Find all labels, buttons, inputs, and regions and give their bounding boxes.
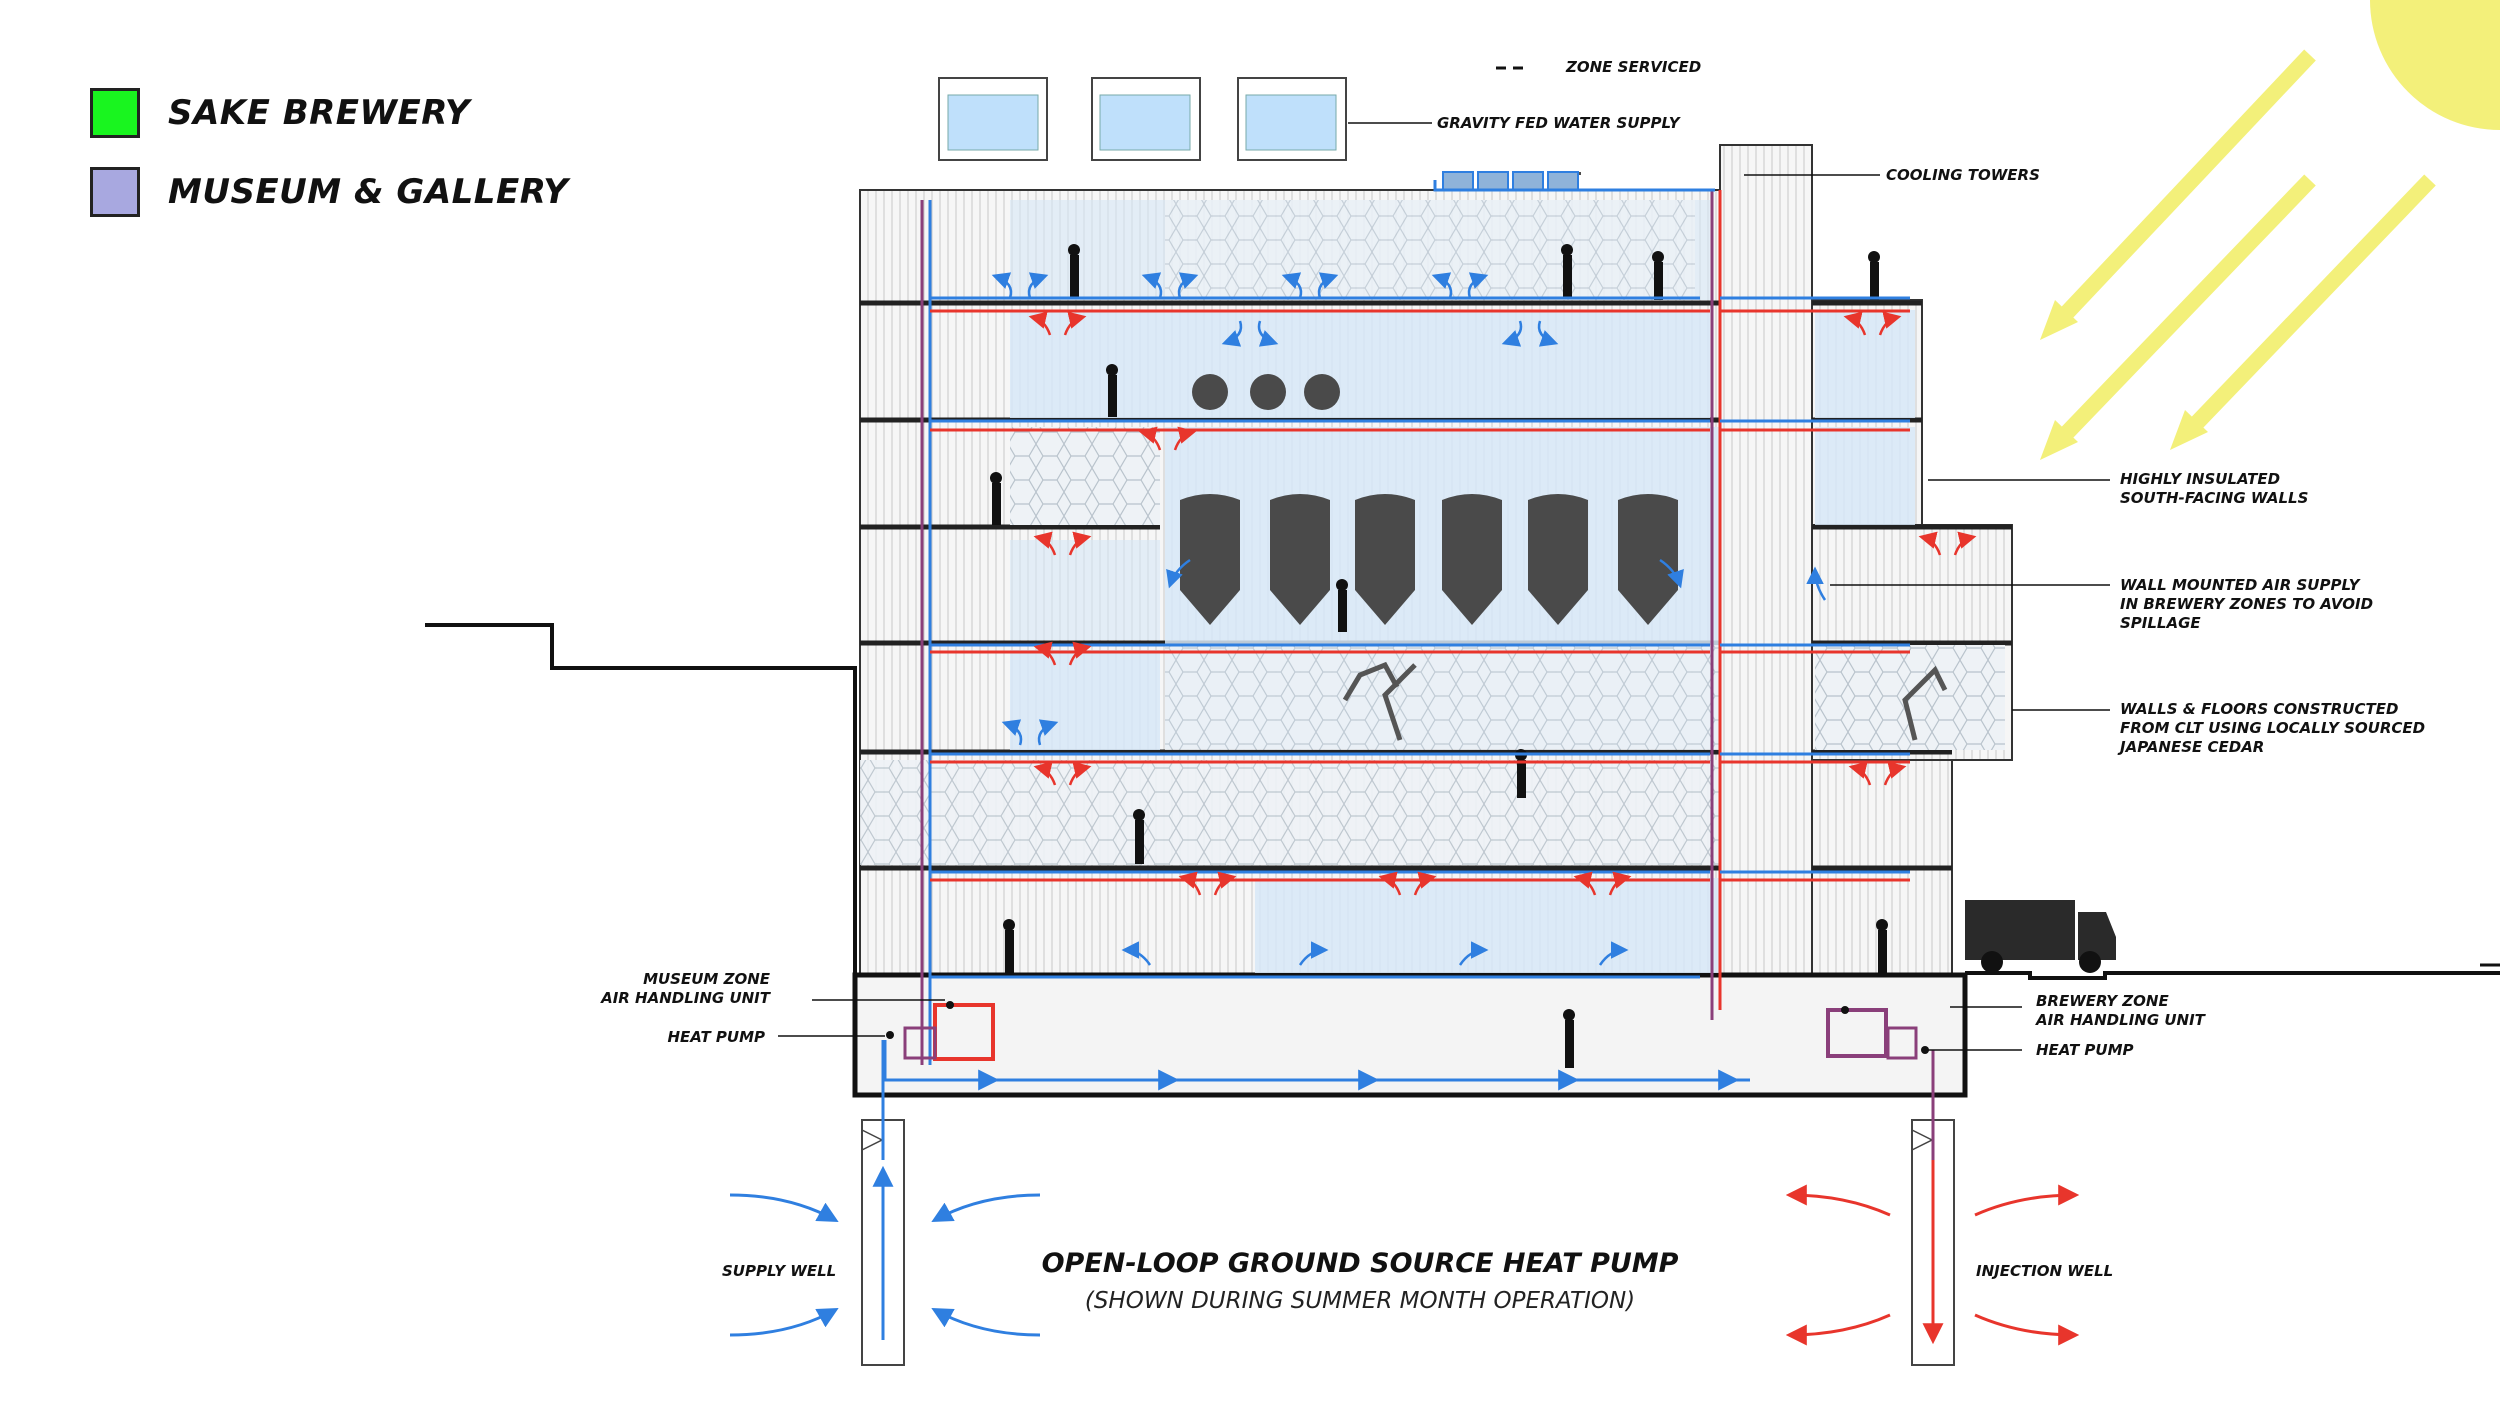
- label-brewery-ahu: BREWERY ZONE AIR HANDLING UNIT: [2036, 992, 2205, 1030]
- robot-arm-icon: [1342, 661, 1948, 741]
- injection-well: [1785, 1050, 2080, 1366]
- diagram-title: OPEN-LOOP GROUND SOURCE HEAT PUMP: [1041, 1248, 1679, 1279]
- label-injection-well: INJECTION WELL: [1976, 1262, 2114, 1280]
- label-line: WALLS & FLOORS CONSTRUCTED: [2120, 700, 2399, 718]
- label-line: SOUTH-FACING WALLS: [2120, 489, 2309, 507]
- label-clt-construction: WALLS & FLOORS CONSTRUCTED FROM CLT USIN…: [2120, 700, 2425, 757]
- museum-ahu: [886, 1001, 995, 1061]
- label-insulated-walls: HIGHLY INSULATED SOUTH-FACING WALLS: [2120, 470, 2308, 508]
- legend-item-museum-gallery: MUSEUM & GALLERY: [90, 167, 568, 217]
- ductwork: [883, 180, 1910, 1091]
- label-line: FROM CLT USING LOCALLY SOURCED: [2120, 719, 2426, 737]
- label-line: MUSEUM ZONE: [643, 970, 770, 988]
- label-line: HIGHLY INSULATED: [2120, 470, 2281, 488]
- label-line: AIR HANDLING UNIT: [601, 989, 770, 1007]
- label-line: BREWERY ZONE: [2036, 992, 2169, 1010]
- legend-label: MUSEUM & GALLERY: [168, 172, 569, 212]
- label-gravity-water: GRAVITY FED WATER SUPPLY: [1437, 114, 1680, 132]
- label-heat-pump-right: HEAT PUMP: [2036, 1041, 2134, 1059]
- label-zone-serviced: ZONE SERVICED: [1566, 58, 1702, 76]
- legend-label: SAKE BREWERY: [168, 93, 470, 133]
- diagram-subtitle: (SHOWN DURING SUMMER MONTH OPERATION): [1084, 1288, 1636, 1314]
- label-supply-well: SUPPLY WELL: [722, 1262, 837, 1280]
- ground-line: [425, 623, 2500, 1095]
- air-flow-arrows: [991, 272, 1977, 966]
- brewery-ahu: [1826, 1006, 1929, 1060]
- zones: [860, 200, 2005, 973]
- sun-icon: [2040, 0, 2500, 460]
- label-wall-air-supply: WALL MOUNTED AIR SUPPLY IN BREWERY ZONES…: [2120, 576, 2373, 633]
- person-icon: [990, 244, 1888, 1068]
- fermentation-tank-icon: [1180, 374, 1678, 625]
- label-heat-pump-left: HEAT PUMP: [667, 1028, 765, 1046]
- label-line: IN BREWERY ZONES TO AVOID: [2120, 595, 2374, 613]
- legend-swatch-museum: [90, 167, 140, 217]
- cooling-towers: [1442, 171, 1579, 191]
- legend-item-sake-brewery: SAKE BREWERY: [90, 88, 470, 138]
- callout-leaders: [778, 66, 2110, 1051]
- supply-well: [729, 1040, 1041, 1366]
- label-museum-ahu: MUSEUM ZONE AIR HANDLING UNIT: [560, 970, 770, 1008]
- label-line: SPILLAGE: [2120, 614, 2201, 632]
- label-line: AIR HANDLING UNIT: [2036, 1011, 2205, 1029]
- label-line: WALL MOUNTED AIR SUPPLY: [2120, 576, 2360, 594]
- truck-icon: [1965, 900, 2116, 973]
- label-cooling-towers: COOLING TOWERS: [1886, 166, 2040, 184]
- gravity-water-tanks: [938, 77, 1347, 161]
- label-line: JAPANESE CEDAR: [2120, 738, 2265, 756]
- legend-swatch-brewery: [90, 88, 140, 138]
